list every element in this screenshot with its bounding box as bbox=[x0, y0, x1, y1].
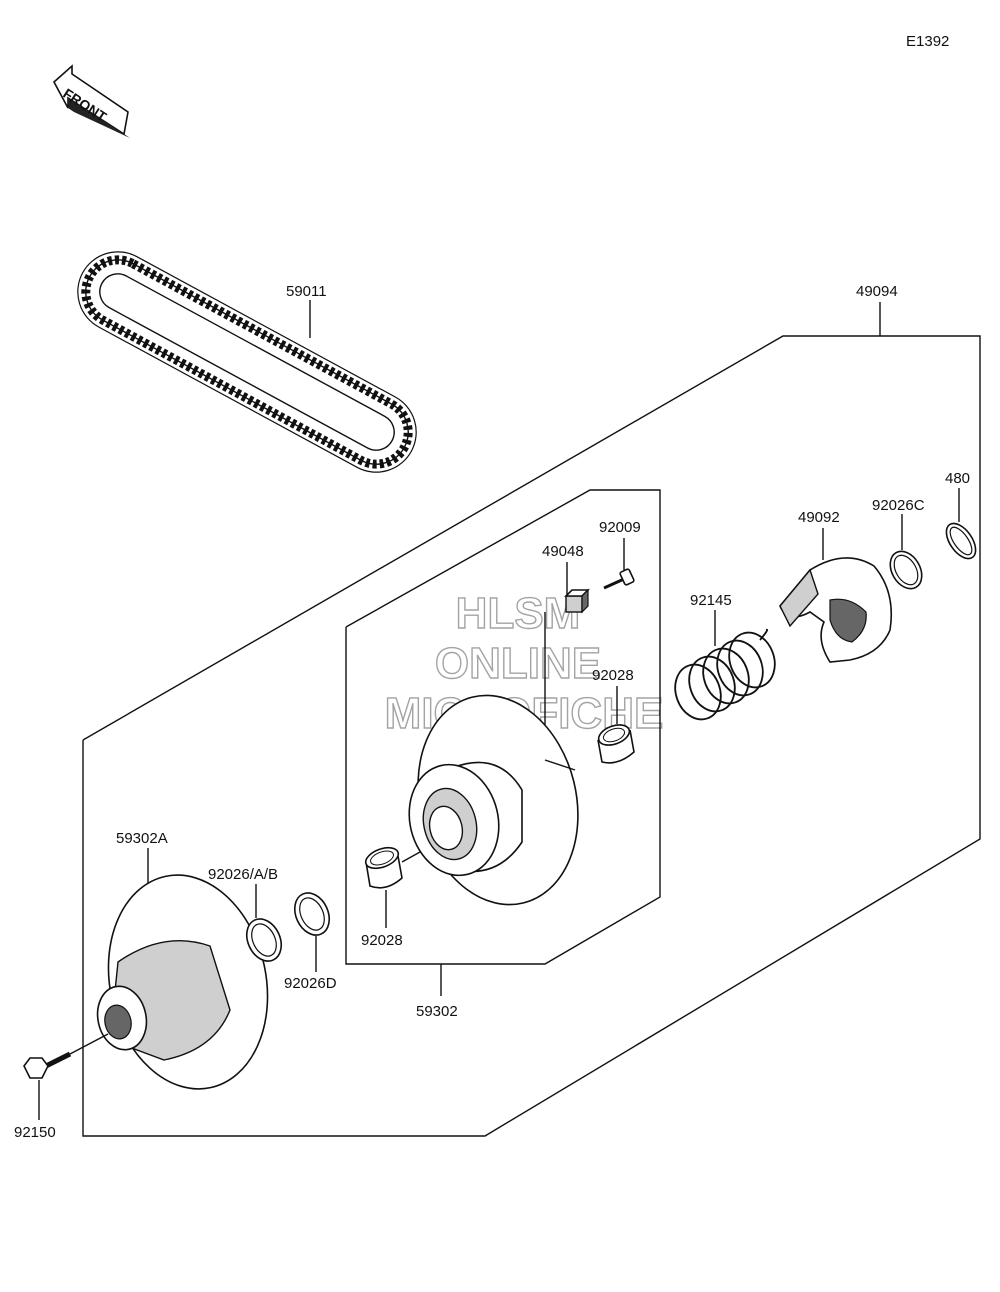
washer-d bbox=[293, 892, 331, 936]
label-480: 480 bbox=[945, 470, 970, 487]
label-92026c: 92026C bbox=[872, 497, 925, 514]
label-59302: 59302 bbox=[416, 1003, 458, 1020]
washer-ab bbox=[245, 918, 283, 962]
label-49048: 49048 bbox=[542, 543, 584, 560]
bushing-lower bbox=[364, 846, 403, 889]
screw bbox=[603, 568, 635, 590]
cam bbox=[779, 557, 893, 663]
label-92026ab: 92026/A/B bbox=[208, 866, 278, 883]
weight bbox=[564, 588, 590, 614]
movable-sheave bbox=[408, 694, 579, 906]
label-49094: 49094 bbox=[856, 283, 898, 300]
watermark-line-1: HLSM bbox=[456, 589, 581, 638]
bushing-upper bbox=[597, 724, 635, 764]
subassembly-outline bbox=[345, 489, 661, 965]
label-92150: 92150 bbox=[14, 1124, 56, 1141]
circlip bbox=[945, 522, 977, 560]
label-92026d: 92026D bbox=[284, 975, 337, 992]
label-59011: 59011 bbox=[286, 283, 327, 300]
label-92145: 92145 bbox=[690, 592, 732, 609]
label-59302a: 59302A bbox=[116, 830, 168, 847]
label-92028-upper: 92028 bbox=[592, 667, 634, 684]
bolt bbox=[23, 1051, 72, 1079]
label-92009: 92009 bbox=[599, 519, 641, 536]
drive-belt bbox=[77, 251, 417, 473]
fixed-sheave bbox=[96, 874, 269, 1090]
label-49092: 49092 bbox=[798, 509, 840, 526]
washer-c bbox=[889, 550, 923, 590]
assembly-outline bbox=[82, 335, 981, 1137]
front-arrow-icon: FRONT bbox=[52, 64, 130, 138]
label-92028-lower: 92028 bbox=[361, 932, 403, 949]
diagram-code: E1392 bbox=[906, 33, 949, 50]
spring bbox=[674, 628, 776, 721]
watermark-line-2: ONLINE bbox=[435, 639, 601, 688]
